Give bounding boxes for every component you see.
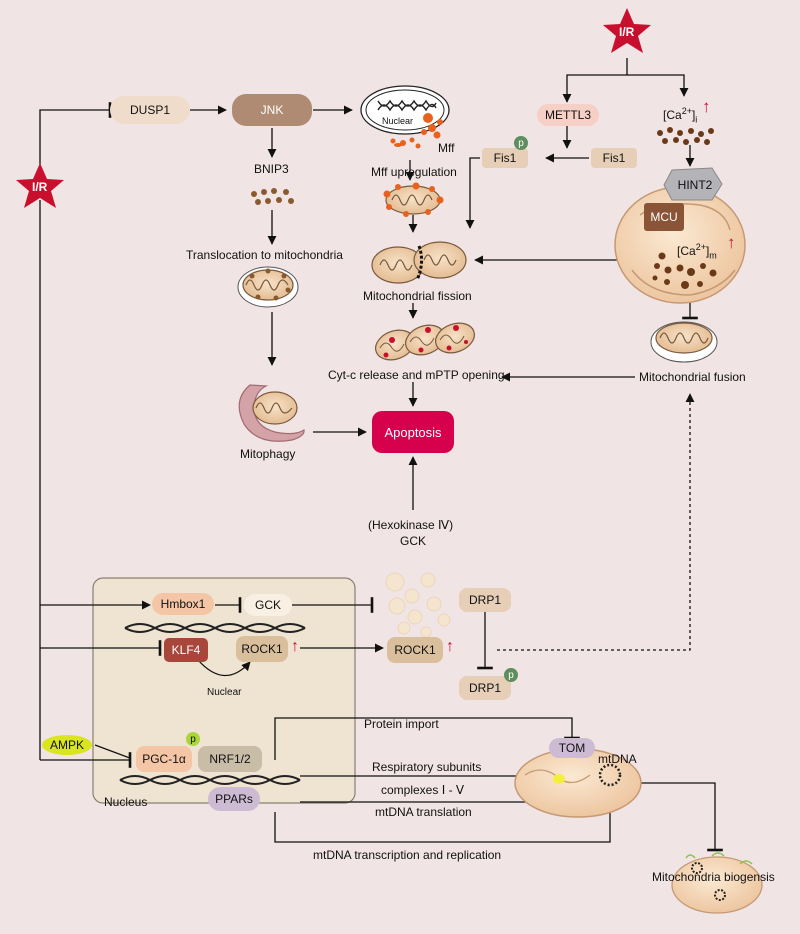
ir-star-left [16,163,64,208]
bnip3-label: BNIP3 [254,162,289,176]
pgc1a-box: PGC-1α [136,746,192,772]
ir-to-mettl3-arrow [562,58,628,103]
ir-label-right: I/R [619,25,635,39]
ampk-link [94,744,131,759]
mff-mito-icon [383,182,444,217]
calcium-i-label: [Ca2+]i [663,106,698,125]
cytc-mito-icon [375,322,475,361]
calcium-i-up-arrow: ↑ [702,97,711,116]
cytc-label: Cyt-c release and mPTP opening [328,368,505,382]
mettl3-box: METTL3 [537,104,599,126]
rock1-to-fusion-dotted [497,393,695,651]
mtdna-mitochondrion [514,748,642,818]
jnk-box: JNK [232,94,312,126]
phospho-badge-pgc1a: p [186,732,200,746]
nucleus-label: Nucleus [104,795,148,809]
drp1-box: DRP1 [459,588,511,612]
nuclear-label: Nuclear [382,116,414,126]
mff-label: Mff [438,141,455,155]
apoptosis-box: Apoptosis [372,411,454,453]
mtdna-translation-label: mtDNA translation [375,805,472,819]
translocation-mito-icon [237,266,299,308]
rock1-cyto-box: ROCK1 [387,637,443,663]
ppars-box: PPARs [208,787,260,811]
hexokinase-label: (Hexokinase Ⅳ) [368,518,454,532]
mcu-box: MCU [644,203,684,231]
nrf12-box: NRF1/2 [198,746,262,772]
fis1-box: Fis1 [591,148,637,168]
dusp1-box: DUSP1 [110,96,190,124]
ir-label-left: I/R [32,180,48,194]
protein-import-line [274,717,580,760]
dna-helix-2 [119,775,301,785]
rock1-nucleus-up-arrow: ↑ [291,638,299,655]
ir-star-right [603,8,651,53]
biogenesis-label: Mitochondria biogensis [652,870,775,884]
phospho-badge-drp1: p [504,668,518,682]
gck-label: GCK [400,534,427,548]
fusion-mito-icon [650,321,718,363]
nucleus-nuclear-label: Nuclear [207,687,242,698]
fission-mito-icon [371,241,467,284]
protein-import-label: Protein import [364,717,439,731]
complexes-label: complexes Ⅰ - Ⅴ [381,783,465,797]
hint2-shape [663,167,723,201]
bnip3-dots [251,188,294,205]
drp1-p-box: DRP1 [459,676,511,700]
biogenesis-mito [671,852,763,914]
klf4-to-rock1-curve [197,659,251,677]
mitophagy-icon [238,384,305,442]
mitophagy-label: Mitophagy [240,447,296,461]
calcium-m-label: [Ca2+]m [677,242,717,261]
mff-up-label: Mff upregulation [371,165,457,179]
klf4-box: KLF4 [164,638,208,662]
calcium-m-up-arrow: ↑ [727,233,736,252]
gck-nucleus-box: GCK [244,594,292,616]
fission-label: Mitochondrial fission [363,289,472,303]
translocation-label: Translocation to mitochondria [186,248,343,262]
ir-to-dusp1-inhibition [39,102,112,168]
respiratory-subunits-label: Respiratory subunits [372,760,482,774]
fusion-label: Mitochondrial fusion [639,370,746,384]
mtdna-label: mtDNA [598,752,637,766]
tom-box: TOM [549,738,595,758]
mtdna-transcription-line [274,798,618,843]
calcium-dots [657,127,714,145]
ampk-badge: AMPK [42,735,92,755]
fis1-p-box: Fis1 [482,148,528,168]
mtdna-transcription-label: mtDNA transcription and replication [313,848,502,862]
hmbox1-box: Hmbox1 [152,593,214,615]
rock1-cyto-up-arrow: ↑ [446,638,454,655]
rock1-nucleus-box: ROCK1 [236,636,288,662]
mff-dots [390,113,443,149]
phospho-badge-fis1: p [514,136,528,150]
gck-vesicles [385,572,451,638]
fis1p-to-fission-arrow [465,157,480,229]
mtdna-to-biogenesis-line [625,782,723,852]
ir-to-calcium-arrow [627,74,689,97]
dna-helix-1 [124,623,306,633]
hint2-label: HINT2 [677,178,713,192]
